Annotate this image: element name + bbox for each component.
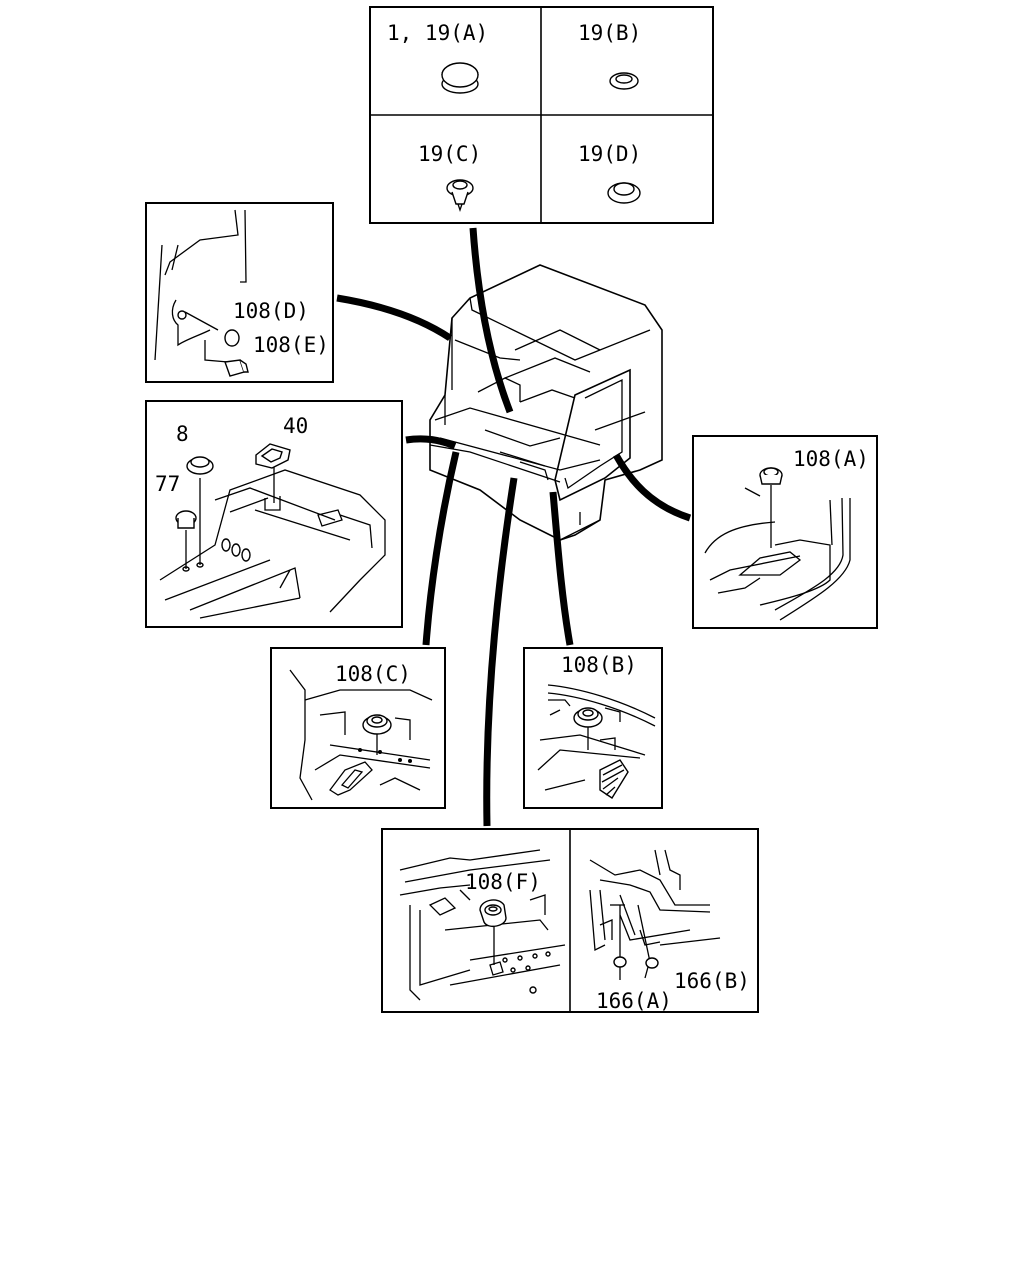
callout-19c: 19(C) bbox=[418, 142, 481, 166]
callout-108b: 108(B) bbox=[561, 653, 637, 677]
callout-19b: 19(B) bbox=[578, 21, 641, 45]
callout-8: 8 bbox=[176, 422, 189, 446]
callout-108c: 108(C) bbox=[335, 662, 411, 686]
clip-19d-icon bbox=[607, 182, 641, 204]
clip-19a-icon bbox=[441, 62, 479, 94]
grommet-108c-icon bbox=[362, 714, 392, 735]
grommet-108b-icon bbox=[573, 707, 603, 728]
clip-166b-icon bbox=[644, 957, 659, 979]
callout-77: 77 bbox=[155, 472, 180, 496]
clip-19b-icon bbox=[609, 72, 639, 90]
plug-108d-icon bbox=[224, 329, 240, 347]
plug-108e-icon bbox=[224, 359, 249, 377]
inset-clips-19: 1, 19(A) 19(B) 19(C) 19(D) bbox=[369, 6, 714, 224]
callout-108d: 108(D) bbox=[233, 299, 309, 323]
inset-grommet-108b: 108(B) bbox=[523, 647, 663, 809]
inset-floor-plugs-8-40-77: 8 40 77 bbox=[145, 400, 403, 628]
vehicle-body-overview bbox=[429, 264, 663, 541]
callout-1-19a: 1, 19(A) bbox=[387, 21, 488, 45]
clip-77-icon bbox=[175, 510, 197, 529]
plug-108f-icon bbox=[479, 899, 507, 928]
leader-lines bbox=[336, 227, 692, 827]
inset-108f-166: 108(F) 166(A) 166(B) bbox=[381, 828, 759, 1013]
callout-166a: 166(A) bbox=[596, 989, 672, 1013]
callout-166b: 166(B) bbox=[674, 969, 750, 993]
inset-plugs-108d-108e: 108(D) 108(E) bbox=[145, 202, 334, 383]
callout-19d: 19(D) bbox=[578, 142, 641, 166]
pad-40-icon bbox=[255, 443, 291, 469]
callout-40: 40 bbox=[283, 414, 308, 438]
mesh-pad-icon bbox=[599, 759, 629, 799]
inset-plug-108a: 108(A) bbox=[692, 435, 878, 629]
callout-108f: 108(F) bbox=[465, 870, 541, 894]
clip-19c-icon bbox=[446, 179, 474, 213]
callout-108a: 108(A) bbox=[793, 447, 869, 471]
callout-108e: 108(E) bbox=[253, 333, 329, 357]
inset-plug-108c: 108(C) bbox=[270, 647, 446, 809]
plug-108a-icon bbox=[759, 467, 783, 485]
plug-8-icon bbox=[186, 456, 214, 475]
clip-166a-icon bbox=[613, 956, 627, 980]
